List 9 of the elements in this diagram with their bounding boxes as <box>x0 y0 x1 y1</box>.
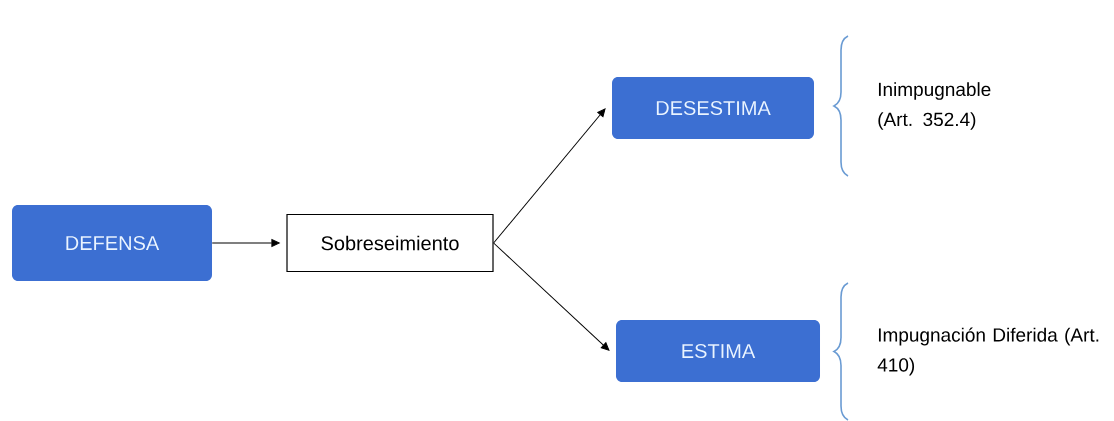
note-text: Inimpugnable (Art. 352.4) <box>878 82 991 130</box>
arrow <box>493 108 606 244</box>
process-box: DESESTIMA <box>612 77 814 139</box>
arrow <box>211 239 280 247</box>
process-box: DEFENSA <box>12 205 212 281</box>
arrow <box>493 242 610 351</box>
process-box: ESTIMA <box>616 320 820 382</box>
process-box: Sobreseimiento <box>286 213 494 273</box>
note-text: Impugnación Diferida (Art. 410) <box>877 327 1099 376</box>
